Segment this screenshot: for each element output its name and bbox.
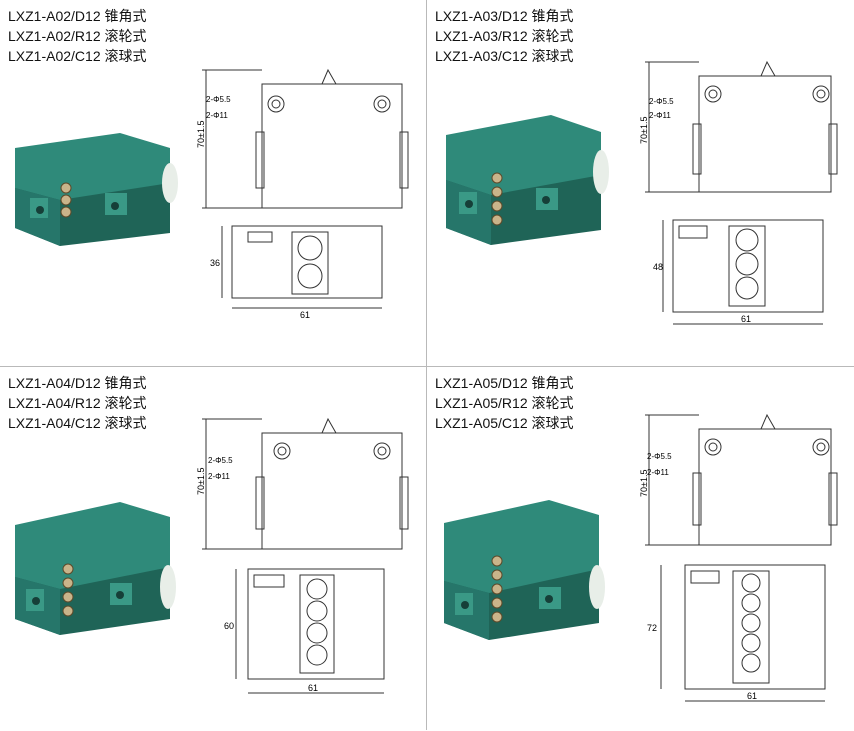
model-label: LXZ1-A04/D12 锥角式	[8, 375, 147, 391]
panel-a04: LXZ1-A04/D12 锥角式 LXZ1-A04/R12 滚轮式 LXZ1-A…	[0, 367, 426, 731]
model-label: LXZ1-A03/D12 锥角式	[435, 8, 574, 24]
product-photo	[15, 502, 176, 635]
model-label: LXZ1-A02/C12 滚球式	[8, 48, 147, 64]
model-label: LXZ1-A02/D12 锥角式	[8, 8, 147, 24]
dimension-drawing: 70±1.5 2-Φ5.5 2-Φ11 72 61	[639, 413, 838, 702]
model-labels: LXZ1-A02/D12 锥角式 LXZ1-A02/R12 滚轮式 LXZ1-A…	[8, 6, 147, 66]
product-photo	[446, 115, 609, 245]
hole-a-dimension: 2-Φ5.5	[647, 452, 672, 461]
height-dimension: 70±1.5	[196, 468, 206, 495]
product-photo	[444, 500, 605, 640]
vertical-divider	[426, 0, 427, 730]
model-label: LXZ1-A04/R12 滚轮式	[8, 395, 147, 411]
hole-a-dimension: 2-Φ5.5	[649, 97, 674, 106]
height-dimension: 70±1.5	[639, 117, 649, 144]
panel-a03: LXZ1-A03/D12 锥角式 LXZ1-A03/R12 滚轮式 LXZ1-A…	[427, 0, 853, 364]
model-label: LXZ1-A05/R12 滚轮式	[435, 395, 574, 411]
model-label: LXZ1-A03/C12 滚球式	[435, 48, 574, 64]
width-dimension: 61	[308, 683, 318, 693]
width-dimension: 61	[300, 310, 310, 320]
model-label: LXZ1-A05/C12 滚球式	[435, 415, 574, 431]
depth-dimension: 72	[647, 623, 657, 633]
hole-b-dimension: 2-Φ11	[206, 111, 228, 120]
depth-dimension: 60	[224, 621, 234, 631]
depth-dimension: 48	[653, 262, 663, 272]
model-labels: LXZ1-A05/D12 锥角式 LXZ1-A05/R12 滚轮式 LXZ1-A…	[435, 373, 574, 433]
height-dimension: 70±1.5	[196, 121, 206, 148]
product-photo	[15, 133, 178, 246]
horizontal-divider	[0, 366, 854, 367]
model-label: LXZ1-A03/R12 滚轮式	[435, 28, 574, 44]
hole-a-dimension: 2-Φ5.5	[206, 95, 231, 104]
hole-b-dimension: 2-Φ11	[647, 468, 669, 477]
width-dimension: 61	[747, 691, 757, 701]
dimension-drawing: 70±1.5 2-Φ5.5 2-Φ11 36 61	[196, 68, 409, 320]
panel-a02: LXZ1-A02/D12 锥角式 LXZ1-A02/R12 滚轮式 LXZ1-A…	[0, 0, 426, 364]
model-labels: LXZ1-A04/D12 锥角式 LXZ1-A04/R12 滚轮式 LXZ1-A…	[8, 373, 147, 433]
model-labels: LXZ1-A03/D12 锥角式 LXZ1-A03/R12 滚轮式 LXZ1-A…	[435, 6, 574, 66]
width-dimension: 61	[741, 314, 751, 324]
model-label: LXZ1-A04/C12 滚球式	[8, 415, 147, 431]
hole-b-dimension: 2-Φ11	[208, 472, 230, 481]
depth-dimension: 36	[210, 258, 220, 268]
dimension-drawing: 70±1.5 2-Φ5.5 2-Φ11 60 61	[196, 417, 409, 694]
height-dimension: 70±1.5	[639, 470, 649, 497]
hole-a-dimension: 2-Φ5.5	[208, 456, 233, 465]
hole-b-dimension: 2-Φ11	[649, 111, 671, 120]
panel-a05: LXZ1-A05/D12 锥角式 LXZ1-A05/R12 滚轮式 LXZ1-A…	[427, 367, 853, 731]
dimension-drawing: 70±1.5 2-Φ5.5 2-Φ11 48 61	[639, 60, 838, 325]
model-label: LXZ1-A05/D12 锥角式	[435, 375, 574, 391]
model-label: LXZ1-A02/R12 滚轮式	[8, 28, 147, 44]
